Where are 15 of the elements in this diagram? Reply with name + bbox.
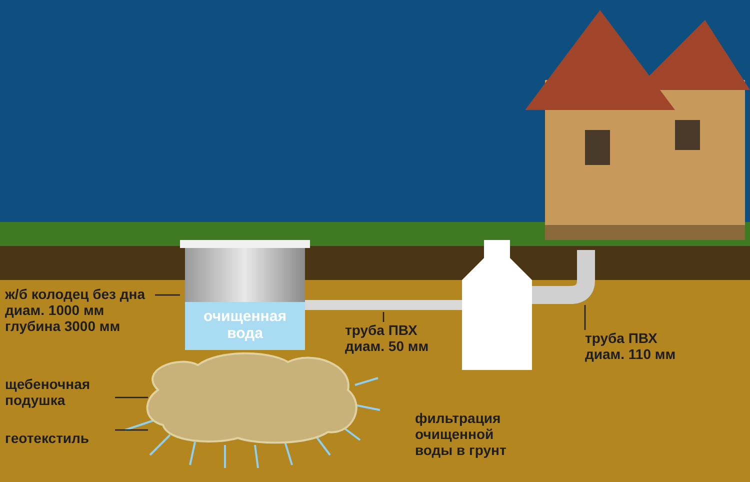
callout-text: геотекстиль bbox=[5, 430, 115, 446]
leader-line bbox=[382, 312, 384, 322]
well-drawing bbox=[180, 240, 310, 350]
water-label: очищенная вода bbox=[185, 302, 305, 350]
callout-text: труба ПВХ диам. 50 мм bbox=[345, 322, 455, 354]
callout-text: щебеночная подушка bbox=[5, 376, 115, 408]
leader-line bbox=[155, 294, 180, 296]
callout-text: ж/б колодец без дна диам. 1000 мм глубина 3000 мм bbox=[5, 286, 155, 334]
leader-line bbox=[115, 396, 148, 398]
leader-line bbox=[115, 429, 148, 431]
note-text: фильтрация очищенной воды в грунт bbox=[415, 410, 508, 458]
pipe-drawing bbox=[305, 298, 462, 312]
callout-text: труба ПВХ диам. 110 мм bbox=[585, 330, 690, 362]
septic-tank bbox=[462, 240, 532, 370]
leader-line bbox=[584, 305, 586, 330]
